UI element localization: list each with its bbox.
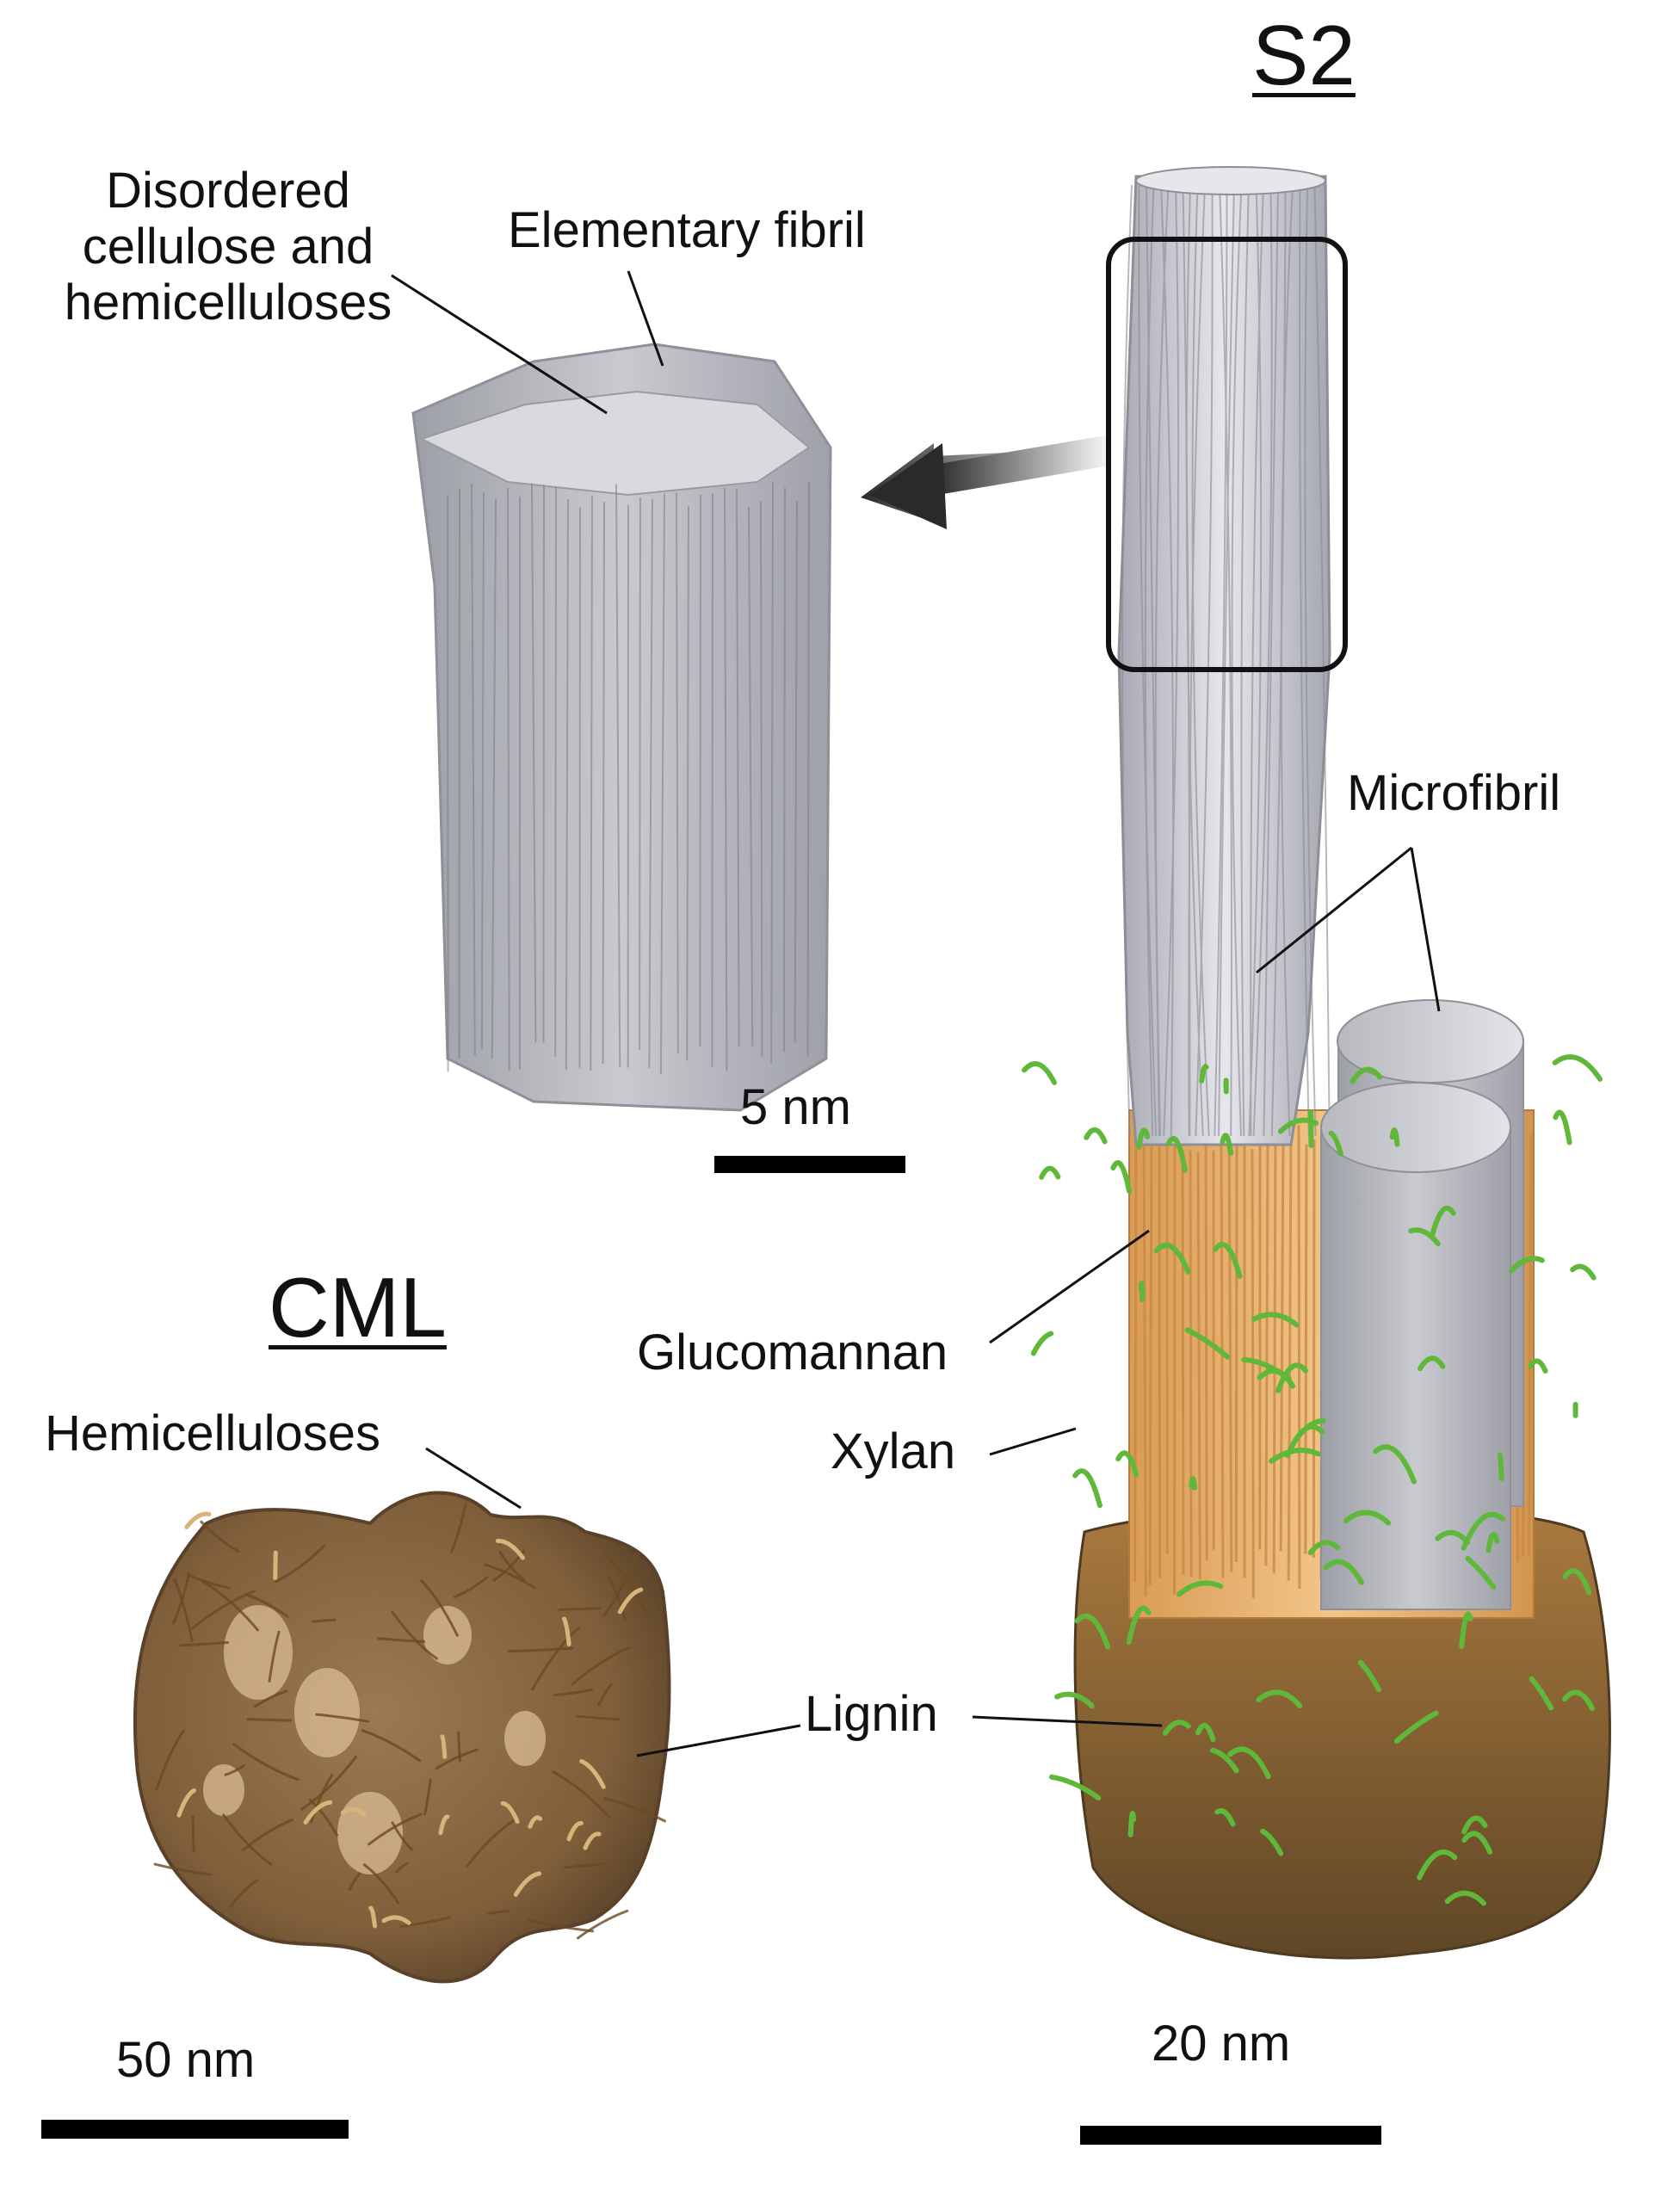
scale-bar-fibril xyxy=(714,1156,905,1173)
elementary-fibril-label: Elementary fibril xyxy=(508,202,866,258)
microfibril-label: Microfibril xyxy=(1347,765,1561,821)
s2-title: S2 xyxy=(1252,8,1356,102)
lignin-leader xyxy=(972,1715,1163,1727)
cml-model xyxy=(133,1491,671,1984)
disordered-line-3: hemicelluloses xyxy=(64,274,392,330)
cml-title: CML xyxy=(269,1260,447,1355)
scale-label-cml: 50 nm xyxy=(116,2032,256,2088)
microfibril-leader-2 xyxy=(1410,847,1441,1012)
scale-bar-s2 xyxy=(1080,2126,1381,2145)
zoom-arrow xyxy=(861,435,1115,529)
zoom-region-box xyxy=(1106,237,1348,672)
glucomannan-label: Glucomannan xyxy=(637,1325,948,1380)
disordered-label: Disordered cellulose and hemicelluloses xyxy=(52,163,405,331)
hemicelluloses-label: Hemicelluloses xyxy=(45,1405,381,1461)
scale-label-fibril: 5 nm xyxy=(740,1079,851,1135)
lignin-label: Lignin xyxy=(805,1686,938,1742)
glucomannan-leader xyxy=(989,1229,1150,1344)
microfibril-cylinder-front xyxy=(1320,1082,1511,1610)
cml-lignin-leader xyxy=(636,1724,801,1757)
disordered-leader xyxy=(391,274,608,415)
xylan-leader xyxy=(989,1427,1077,1456)
elementary-fibril-model xyxy=(411,343,832,1112)
elementary-fibril-leader xyxy=(627,270,664,367)
disordered-line-1: Disordered xyxy=(106,163,350,219)
scale-bar-cml xyxy=(41,2120,349,2139)
xylan-label: Xylan xyxy=(831,1423,956,1479)
s2-model xyxy=(1022,166,1611,1960)
disordered-line-2: cellulose and xyxy=(82,218,374,275)
scale-label-s2: 20 nm xyxy=(1152,2016,1291,2072)
hemicelluloses-leader xyxy=(425,1447,522,1510)
microfibril-leader-1 xyxy=(1256,846,1412,974)
